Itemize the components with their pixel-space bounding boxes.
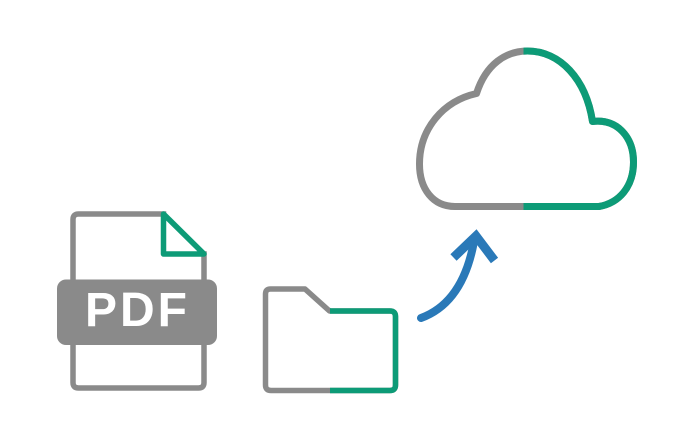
cloud-outline-gray-path bbox=[416, 47, 637, 210]
pdf-banner bbox=[57, 279, 217, 345]
folder-icon bbox=[262, 286, 399, 394]
cloud-outline-green-path bbox=[523, 47, 637, 210]
document-outline-path bbox=[70, 211, 207, 391]
arrow-shaft-path bbox=[417, 240, 478, 322]
upload-arrow-icon bbox=[417, 229, 499, 322]
folder-outline-gray-path bbox=[262, 286, 399, 394]
folder-outline-green-path bbox=[330, 307, 399, 394]
pdf-file-icon: PDF bbox=[57, 211, 217, 391]
pdf-label: PDF bbox=[85, 284, 190, 337]
folded-corner-icon bbox=[160, 211, 207, 257]
arrow-head-path bbox=[450, 229, 499, 264]
cloud-icon bbox=[416, 47, 637, 210]
